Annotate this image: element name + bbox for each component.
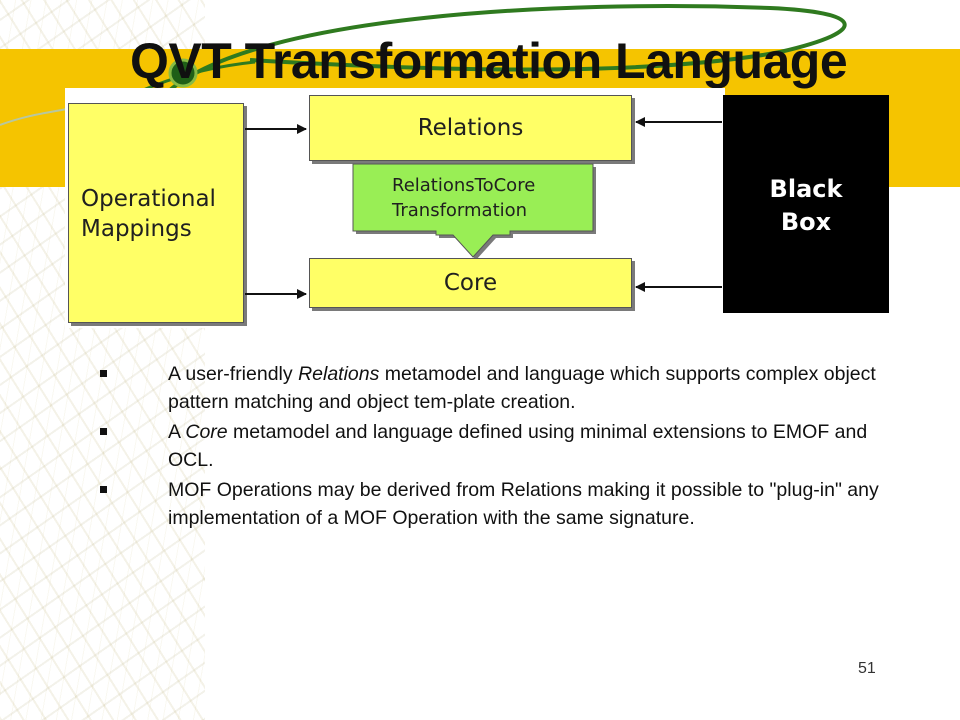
operational-mappings-label: Operational Mappings [81, 186, 216, 242]
relations-box: Relations [309, 95, 632, 161]
page-number: 51 [858, 660, 876, 677]
relations-label: Relations [417, 115, 524, 141]
relations-to-core-label: RelationsToCore Transformation [392, 175, 536, 221]
operational-mappings-box: Operational Mappings [68, 103, 244, 323]
bullet-list: A user-friendly Relations metamodel and … [96, 360, 916, 534]
bullet-text: metamodel and language which supports co… [168, 363, 876, 413]
black-box: Black Box [723, 95, 889, 313]
black-box-label: Black Box [769, 175, 843, 236]
bullet-emphasis: Core [185, 421, 228, 443]
bullet-marker [100, 428, 107, 435]
core-box: Core [309, 258, 632, 308]
bullet-text: A user-friendly [168, 363, 299, 385]
bullet-emphasis: Relations [298, 363, 380, 385]
relations-to-core-arrow [352, 163, 596, 260]
core-label: Core [443, 270, 498, 296]
bullet-marker [100, 370, 107, 377]
bullet-text: metamodel and language defined using min… [168, 421, 868, 471]
bullet-text: MOF Operations may be derived from Relat… [168, 479, 879, 529]
bullet-marker [100, 486, 107, 493]
slide-title: QVT Transformation Language [130, 33, 848, 89]
bullet-text: A [168, 421, 186, 443]
bullet-item: MOF Operations may be derived from Relat… [96, 476, 916, 532]
bullet-item: A Core metamodel and language defined us… [96, 418, 916, 474]
bullet-item: A user-friendly Relations metamodel and … [96, 360, 916, 416]
